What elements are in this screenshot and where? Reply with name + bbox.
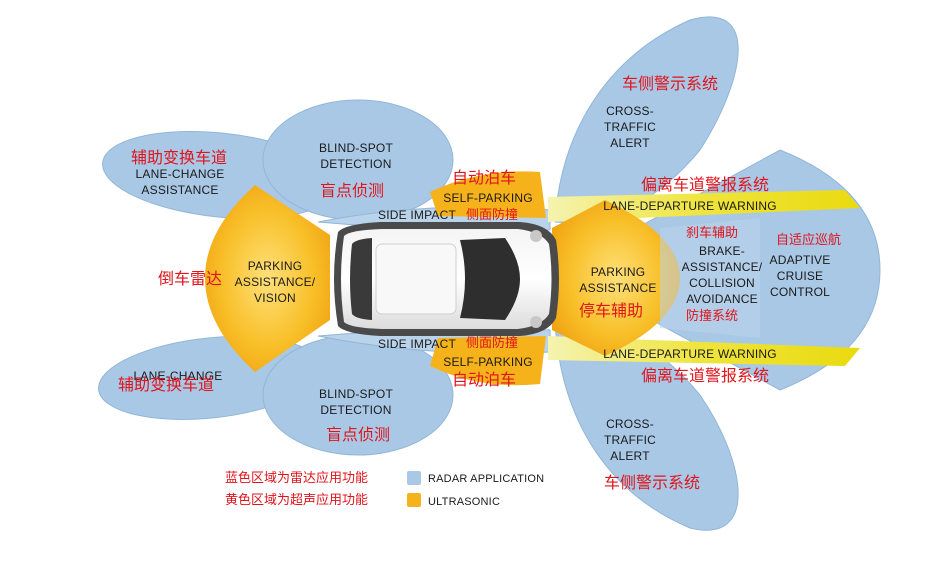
lane-change-bottom-zh: 辅助变换车道 bbox=[118, 375, 215, 394]
self-parking-top-label: SELF-PARKING bbox=[443, 191, 533, 205]
lane-departure-bottom-label: LANE-DEPARTURE WARNING bbox=[603, 347, 777, 361]
side-impact-top-zh: 侧面防撞 bbox=[466, 208, 519, 223]
lane-change-top-label: LANE-CHANGE ASSISTANCE bbox=[135, 167, 225, 197]
lane-departure-bottom-zh: 偏离车道警报系统 bbox=[641, 366, 770, 385]
cross-traffic-bottom-zh: 车侧警示系统 bbox=[604, 473, 701, 492]
self-parking-bottom-label: SELF-PARKING bbox=[443, 355, 533, 369]
cross-traffic-bottom-label: CROSS- TRAFFIC ALERT bbox=[603, 417, 657, 463]
brake-assist-zone bbox=[660, 218, 760, 338]
side-impact-bottom-label: SIDE IMPACT bbox=[378, 337, 456, 351]
front-parking-zh: 停车辅助 bbox=[579, 301, 644, 320]
legend-ultrasonic-label: ULTRASONIC bbox=[428, 496, 501, 508]
side-impact-top-label: SIDE IMPACT bbox=[378, 208, 456, 222]
acc-label: ADAPTIVE CRUISE CONTROL bbox=[769, 253, 831, 299]
car-graphic bbox=[334, 222, 559, 336]
rear-parking-label: PARKING ASSISTANCE/ VISION bbox=[234, 259, 316, 305]
blind-spot-bottom-zh: 盲点侦测 bbox=[326, 425, 391, 444]
cross-traffic-top-label: CROSS- TRAFFIC ALERT bbox=[603, 104, 657, 150]
brake-assist-zh-top: 刹车辅助 bbox=[686, 226, 739, 241]
self-parking-bottom-zone bbox=[430, 336, 546, 386]
rear-parking-zh: 倒车雷达 bbox=[158, 269, 223, 288]
self-parking-top-zone bbox=[430, 171, 546, 218]
legend-radar-label: RADAR APPLICATION bbox=[428, 473, 545, 485]
side-impact-bottom-zh: 侧面防撞 bbox=[466, 336, 519, 351]
self-parking-top-zh: 自动泊车 bbox=[452, 168, 517, 187]
blind-spot-bottom-label: BLIND-SPOT DETECTION bbox=[318, 387, 393, 417]
lane-change-top-zh: 辅助变换车道 bbox=[131, 148, 228, 167]
lane-change-bottom-label: LANE-CHANGE bbox=[133, 369, 223, 383]
brake-assist-label: BRAKE- ASSISTANCE/ COLLISION AVOIDANCE bbox=[681, 244, 763, 306]
blind-spot-top-label: BLIND-SPOT DETECTION bbox=[318, 141, 393, 171]
acc-zh: 自适应巡航 bbox=[776, 233, 842, 248]
front-parking-zone bbox=[552, 200, 680, 356]
legend-ultrasonic-swatch bbox=[407, 493, 421, 507]
rear-parking-zone bbox=[205, 185, 330, 372]
legend-radar-zh: 蓝色区域为雷达应用功能 bbox=[225, 471, 369, 486]
cross-traffic-top-zh: 车侧警示系统 bbox=[622, 74, 719, 93]
blind-spot-top-zh: 盲点侦测 bbox=[320, 181, 385, 200]
lane-departure-top-zh: 偏离车道警报系统 bbox=[641, 175, 770, 194]
lane-departure-top-label: LANE-DEPARTURE WARNING bbox=[603, 199, 777, 213]
brake-assist-zh-bottom: 防撞系统 bbox=[686, 309, 739, 324]
self-parking-bottom-zh: 自动泊车 bbox=[452, 370, 517, 389]
legend-radar-swatch bbox=[407, 471, 421, 485]
legend-ultrasonic-zh: 黄色区域为超声应用功能 bbox=[225, 493, 369, 508]
front-parking-label: PARKING ASSISTANCE bbox=[579, 265, 657, 295]
